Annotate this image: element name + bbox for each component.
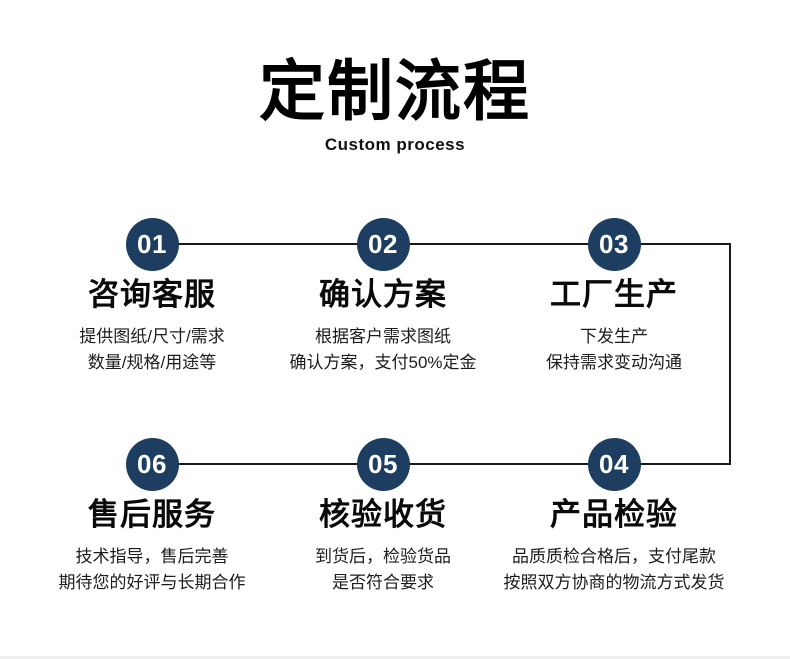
step-description-line: 提供图纸/尺寸/需求 (79, 327, 225, 346)
step-description-line: 根据客户需求图纸 (315, 327, 451, 346)
step-title: 工厂生产 (550, 277, 678, 312)
header: 定制流程 Custom process (0, 52, 790, 155)
step-title: 售后服务 (88, 497, 216, 532)
connector-line-right (729, 243, 731, 465)
step-number-badge: 01 (125, 218, 179, 271)
page-title: 定制流程 (259, 54, 531, 128)
step-description-line: 到货后，检验货品 (315, 547, 451, 566)
step-title: 咨询客服 (88, 277, 216, 312)
step-description: 技术指导，售后完善 期待您的好评与长期合作 (20, 544, 284, 596)
step-description-line: 品质质检合格后，支付尾款 (512, 547, 716, 566)
process-step-03: 03 工厂生产 下发生产 保持需求变动沟通 (482, 218, 746, 376)
step-description: 到货后，检验货品 是否符合要求 (251, 544, 515, 596)
connector-line-top (152, 243, 731, 245)
process-step-06: 06 售后服务 技术指导，售后完善 期待您的好评与长期合作 (20, 438, 284, 596)
process-step-01: 01 咨询客服 提供图纸/尺寸/需求 数量/规格/用途等 (20, 218, 284, 376)
page-bottom-edge (0, 656, 790, 659)
step-description-line: 确认方案，支付50%定金 (289, 353, 477, 372)
step-number-badge: 06 (125, 438, 179, 491)
step-title: 确认方案 (319, 277, 447, 312)
step-number-badge: 05 (356, 438, 410, 491)
step-description-line: 是否符合要求 (332, 573, 434, 592)
process-step-04: 04 产品检验 品质质检合格后，支付尾款 按照双方协商的物流方式发货 (482, 438, 746, 596)
step-description-line: 下发生产 (580, 327, 648, 346)
step-description-line: 数量/规格/用途等 (87, 353, 217, 372)
step-title: 核验收货 (319, 497, 447, 532)
step-description-line: 技术指导，售后完善 (75, 547, 229, 566)
step-number-badge: 04 (587, 438, 641, 491)
process-step-05: 05 核验收货 到货后，检验货品 是否符合要求 (251, 438, 515, 596)
step-description-line: 按照双方协商的物流方式发货 (503, 573, 725, 592)
step-description: 提供图纸/尺寸/需求 数量/规格/用途等 (20, 324, 284, 376)
connector-line-bottom (152, 463, 731, 465)
step-description: 品质质检合格后，支付尾款 按照双方协商的物流方式发货 (482, 544, 746, 596)
step-description-line: 保持需求变动沟通 (546, 353, 682, 372)
step-title: 产品检验 (550, 497, 678, 532)
step-number-badge: 03 (587, 218, 641, 271)
step-number-badge: 02 (356, 218, 410, 271)
page-subtitle: Custom process (324, 135, 466, 154)
process-step-02: 02 确认方案 根据客户需求图纸 确认方案，支付50%定金 (251, 218, 515, 376)
step-description: 根据客户需求图纸 确认方案，支付50%定金 (251, 324, 515, 376)
step-description: 下发生产 保持需求变动沟通 (482, 324, 746, 376)
step-description-line: 期待您的好评与长期合作 (58, 573, 246, 592)
